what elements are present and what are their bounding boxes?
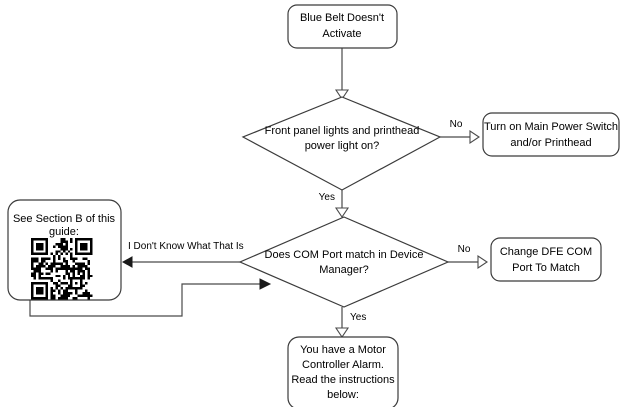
arrowhead-right-icon bbox=[469, 129, 480, 145]
node-action-power-switch-line-1: Turn on Main Power Switch bbox=[484, 121, 618, 133]
node-action-power-switch[interactable]: Turn on Main Power Switch and/or Printhe… bbox=[482, 112, 620, 157]
edge-com-port-yes: Yes bbox=[334, 307, 366, 338]
edge-front-panel-no: No bbox=[440, 119, 480, 145]
node-decision-com-port-line-2: Manager? bbox=[319, 264, 369, 276]
connector-line bbox=[29, 283, 260, 317]
node-start[interactable]: Blue Belt Doesn't Activate bbox=[287, 4, 398, 49]
node-result-motor-alarm-line-2: Controller Alarm. bbox=[302, 359, 384, 371]
edge-label-com-port-no: No bbox=[458, 244, 471, 255]
node-action-change-com-shape[interactable] bbox=[490, 237, 602, 282]
node-decision-com-port-shape[interactable] bbox=[238, 216, 450, 308]
node-decision-com-port-line-1: Does COM Port match in Device bbox=[265, 249, 424, 261]
node-action-power-switch-shape[interactable] bbox=[482, 112, 620, 157]
arrowhead-right-icon bbox=[477, 254, 488, 270]
edge-label-front-panel-yes: Yes bbox=[319, 192, 335, 203]
arrowhead-down-icon bbox=[334, 89, 350, 100]
node-reference-section-b[interactable]: See Section B of this guide: bbox=[7, 199, 122, 301]
node-reference-section-b-line-1: See Section B of this bbox=[13, 213, 116, 225]
node-decision-front-panel-line-2: power light on? bbox=[305, 140, 380, 152]
node-decision-front-panel[interactable]: Front panel lights and printhead power l… bbox=[241, 96, 442, 191]
arrowhead-down-icon bbox=[334, 207, 350, 218]
node-reference-section-b-line-2: guide: bbox=[49, 226, 79, 238]
edge-com-port-no: No bbox=[448, 244, 488, 270]
edge-front-panel-yes: Yes bbox=[319, 190, 350, 218]
node-result-motor-alarm-line-4: below: bbox=[327, 389, 359, 401]
node-action-change-com-line-2: Port To Match bbox=[512, 262, 580, 274]
edge-com-port-unknown: I Don't Know What That Is bbox=[121, 241, 244, 268]
edge-label-front-panel-no: No bbox=[450, 119, 463, 130]
node-result-motor-alarm-shape[interactable] bbox=[287, 336, 399, 407]
arrowhead-down-icon bbox=[334, 327, 350, 338]
edge-label-com-port-unknown: I Don't Know What That Is bbox=[128, 241, 244, 252]
node-start-line-2: Activate bbox=[322, 28, 361, 40]
node-start-line-1: Blue Belt Doesn't bbox=[300, 12, 384, 24]
node-result-motor-alarm-line-1: You have a Motor bbox=[300, 344, 386, 356]
qr-code[interactable] bbox=[31, 238, 93, 300]
node-decision-front-panel-line-1: Front panel lights and printhead bbox=[265, 125, 420, 137]
node-start-shape[interactable] bbox=[287, 4, 398, 49]
node-action-change-com-line-1: Change DFE COM bbox=[500, 246, 592, 258]
node-result-motor-alarm-line-3: Read the instructions bbox=[291, 374, 395, 386]
edge-label-com-port-yes: Yes bbox=[350, 312, 366, 323]
edge-start-to-front-panel bbox=[334, 48, 350, 100]
node-action-power-switch-line-2: and/or Printhead bbox=[510, 137, 591, 149]
node-action-change-com[interactable]: Change DFE COM Port To Match bbox=[490, 237, 602, 282]
arrowhead-left-icon bbox=[121, 256, 133, 268]
arrowhead-right-icon bbox=[259, 278, 272, 290]
node-result-motor-alarm[interactable]: You have a Motor Controller Alarm. Read … bbox=[287, 336, 399, 407]
node-decision-front-panel-shape[interactable] bbox=[241, 96, 442, 191]
node-decision-com-port[interactable]: Does COM Port match in Device Manager? bbox=[238, 216, 450, 308]
edge-section-b-loopback bbox=[29, 278, 272, 317]
